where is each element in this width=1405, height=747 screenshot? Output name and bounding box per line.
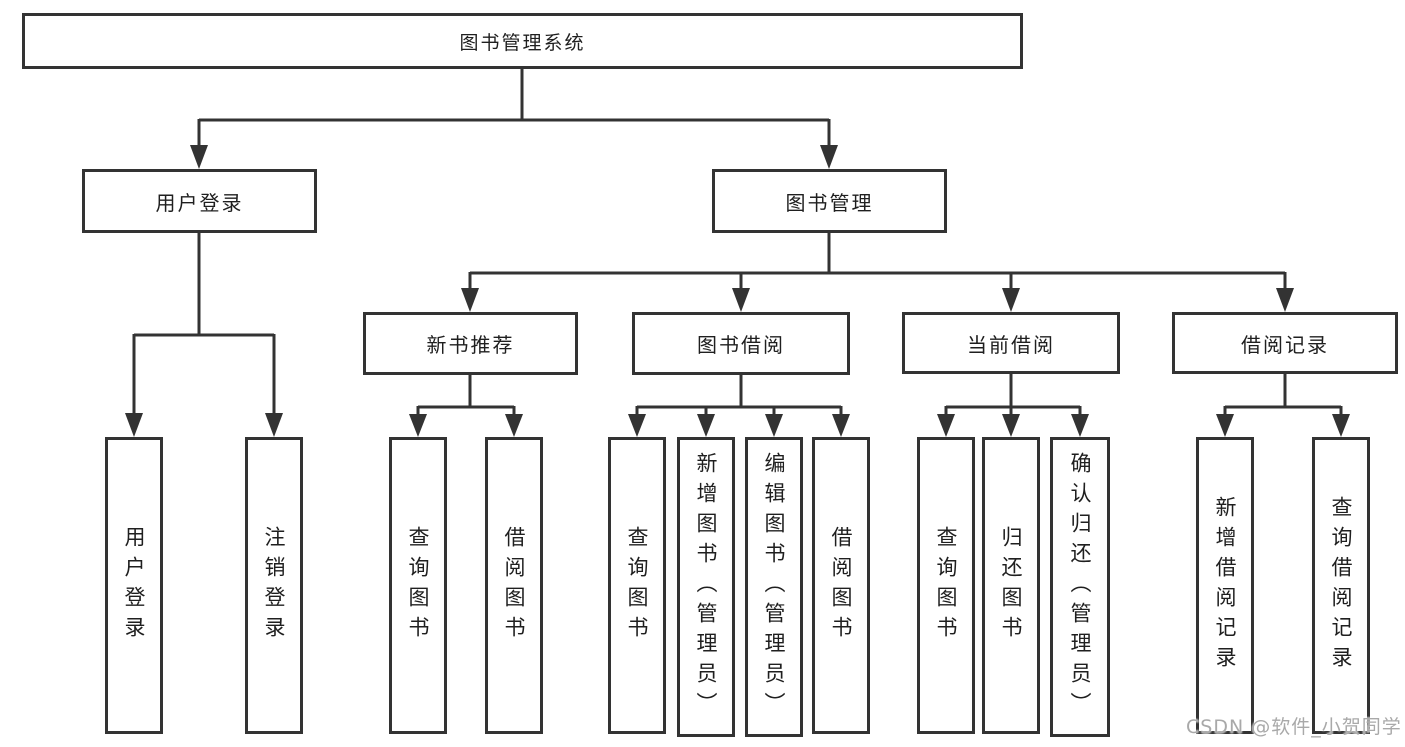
node-book-borrowing: 图书借阅 xyxy=(632,312,850,375)
branch-borrow-records xyxy=(1216,374,1350,437)
branch-new-books xyxy=(409,375,523,437)
branch-book-borrow xyxy=(628,375,850,437)
node-book-management: 图书管理 xyxy=(712,169,947,233)
leaf-add-borrow-record: 新增借阅记录 xyxy=(1196,437,1254,734)
node-library-management-system: 图书管理系统 xyxy=(22,13,1023,69)
leaf-borrow-books-recommend: 借阅图书 xyxy=(485,437,543,734)
leaf-confirm-return-admin: 确认归还（管理员） xyxy=(1050,437,1110,737)
leaf-edit-books-admin: 编辑图书（管理员） xyxy=(745,437,803,737)
branch-user-login xyxy=(125,233,283,437)
leaf-query-books-current: 查询图书 xyxy=(917,437,975,734)
branch-current-borrow xyxy=(937,374,1089,437)
node-borrow-records: 借阅记录 xyxy=(1172,312,1398,374)
leaf-user-login: 用户登录 xyxy=(105,437,163,734)
node-new-book-recommend: 新书推荐 xyxy=(363,312,578,375)
leaf-logout-login: 注销登录 xyxy=(245,437,303,734)
node-user-login: 用户登录 xyxy=(82,169,317,233)
leaf-borrow-books: 借阅图书 xyxy=(812,437,870,734)
leaf-return-books: 归还图书 xyxy=(982,437,1040,734)
node-current-borrowing: 当前借阅 xyxy=(902,312,1120,374)
branch-book-management xyxy=(461,233,1294,312)
csdn-watermark: CSDN @软件_小贺同学 xyxy=(1186,716,1402,738)
leaf-query-books-recommend: 查询图书 xyxy=(389,437,447,734)
leaf-query-books-borrow: 查询图书 xyxy=(608,437,666,734)
leaf-query-borrow-record: 查询借阅记录 xyxy=(1312,437,1370,734)
leaf-add-books-admin: 新增图书（管理员） xyxy=(677,437,735,737)
branch-root xyxy=(190,69,838,169)
